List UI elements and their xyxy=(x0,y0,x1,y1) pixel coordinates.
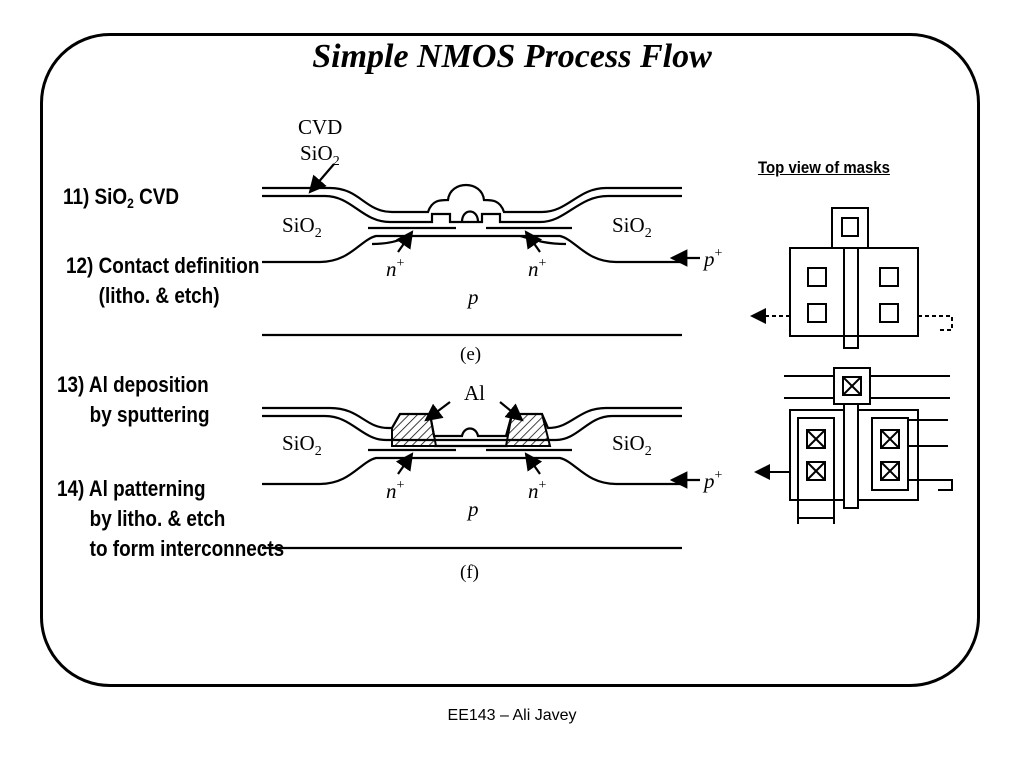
cvd-oxide-lower xyxy=(262,194,682,224)
mask2-wire-3 xyxy=(908,479,953,491)
p-plus-label-e: p+ xyxy=(702,246,723,271)
gate-stripe-1 xyxy=(843,247,859,349)
p-substrate-f: p xyxy=(466,497,479,521)
gate-poly xyxy=(460,210,480,223)
cross-section-e xyxy=(262,163,700,337)
contact-2c xyxy=(880,429,900,449)
cvd-sio2-label: SiO2 xyxy=(300,141,340,169)
gate-stripe-2 xyxy=(843,403,859,509)
n-plus-right-e: n+ xyxy=(528,256,547,281)
mask-top-view-2 xyxy=(754,367,953,524)
al-contact-left xyxy=(391,413,438,447)
n-right-arrow-f xyxy=(524,452,543,475)
junction-right xyxy=(519,234,567,246)
n-plus-left-e: n+ xyxy=(386,256,405,281)
al-label: Al xyxy=(464,381,485,405)
masks-caption: Top view of masks xyxy=(758,158,890,177)
mask1-arrow-right xyxy=(918,315,953,331)
al-contact-right xyxy=(504,413,552,447)
step-13-label: 13) Al deposition by sputtering xyxy=(57,372,210,427)
caption-e: (e) xyxy=(460,344,481,365)
step-11-label: 11) SiO2 CVD xyxy=(63,184,180,211)
metal-drain xyxy=(871,417,909,491)
field-oxide-bottom xyxy=(262,234,682,264)
metal-source xyxy=(797,417,835,519)
n-plus-right-f-label: n+ xyxy=(528,478,547,503)
sio2-left-e: SiO2 xyxy=(282,213,322,241)
contact-2a xyxy=(806,429,826,449)
sio2-right-e: SiO2 xyxy=(612,213,652,241)
cvd-arrow xyxy=(308,163,335,194)
contact-1d xyxy=(879,303,899,323)
n-left-arrow xyxy=(395,230,414,253)
cvd-oxide-top xyxy=(262,184,682,214)
oxide-lower-f xyxy=(262,414,682,442)
step-14-label: 14) Al patterning by litho. & etch to fo… xyxy=(57,476,285,561)
oxide-top-f xyxy=(262,406,682,438)
contact-1a xyxy=(807,267,827,287)
gate-contact-2 xyxy=(842,376,862,396)
contact-2b xyxy=(806,461,826,481)
gate-contact-2-x xyxy=(842,376,862,396)
slide-title: Simple NMOS Process Flow xyxy=(312,38,712,75)
n-plus-left-f-label: n+ xyxy=(386,478,405,503)
step-12-label: 12) Contact definition (litho. & etch) xyxy=(66,253,260,308)
gate-pad-1 xyxy=(831,207,869,249)
slide-footer: EE143 – Ali Javey xyxy=(447,707,577,724)
slide-frame xyxy=(40,33,980,687)
contact-1c xyxy=(879,267,899,287)
contact-2d xyxy=(880,461,900,481)
n-right-arrow xyxy=(524,230,543,253)
caption-f: (f) xyxy=(460,562,479,583)
p-plus-label-f: p+ xyxy=(702,468,723,493)
gate-contact-1 xyxy=(841,217,859,237)
cross-section-f xyxy=(262,401,700,550)
sio2-right-f: SiO2 xyxy=(612,431,652,459)
contact-1b xyxy=(807,303,827,323)
mask-top-view-1 xyxy=(750,207,953,349)
sio2-left-f: SiO2 xyxy=(282,431,322,459)
p-substrate-e: p xyxy=(466,285,479,309)
n-left-arrow-f xyxy=(395,452,414,475)
cvd-label: CVD xyxy=(298,115,342,139)
field-oxide-bottom-f xyxy=(262,456,682,486)
